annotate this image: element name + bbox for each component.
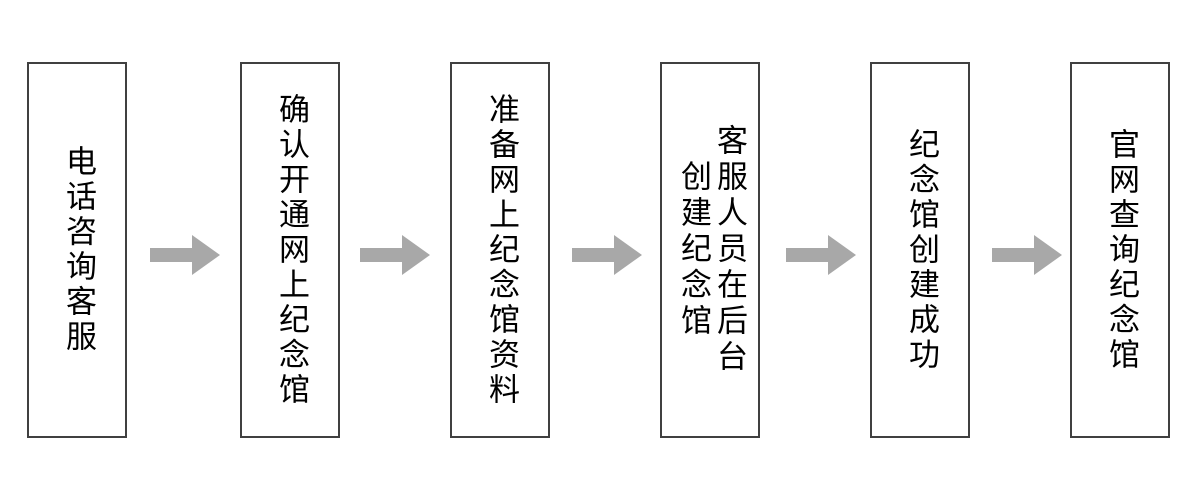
flow-node-step-4[interactable]: 客服人员在后台 创建纪念馆 [660,62,760,438]
flow-node-step-4-column-2: 创建纪念馆 [675,160,711,340]
flow-node-step-6[interactable]: 官网查询纪念馆 [1070,62,1170,438]
arrow-right-icon-5 [992,233,1062,277]
flow-node-step-4-column-1: 客服人员在后台 [710,124,747,376]
flow-node-step-1-column-1: 电话咨询客服 [59,145,96,355]
arrow-right-icon-3 [572,233,642,277]
flow-node-step-1[interactable]: 电话咨询客服 [27,62,127,438]
flow-node-step-2[interactable]: 确认开通网上纪念馆 [240,62,340,438]
arrow-right-icon-2 [360,233,430,277]
arrow-right-icon-1 [150,233,220,277]
flow-node-step-3-column-1: 准备网上纪念馆资料 [482,92,519,408]
flow-node-step-6-column-1: 官网查询纪念馆 [1102,127,1139,373]
flow-node-step-2-column-1: 确认开通网上纪念馆 [272,92,309,408]
flow-node-step-5-column-1: 纪念馆创建成功 [902,127,939,373]
flow-node-step-3[interactable]: 准备网上纪念馆资料 [450,62,550,438]
flow-node-step-5[interactable]: 纪念馆创建成功 [870,62,970,438]
arrow-right-icon-4 [786,233,856,277]
